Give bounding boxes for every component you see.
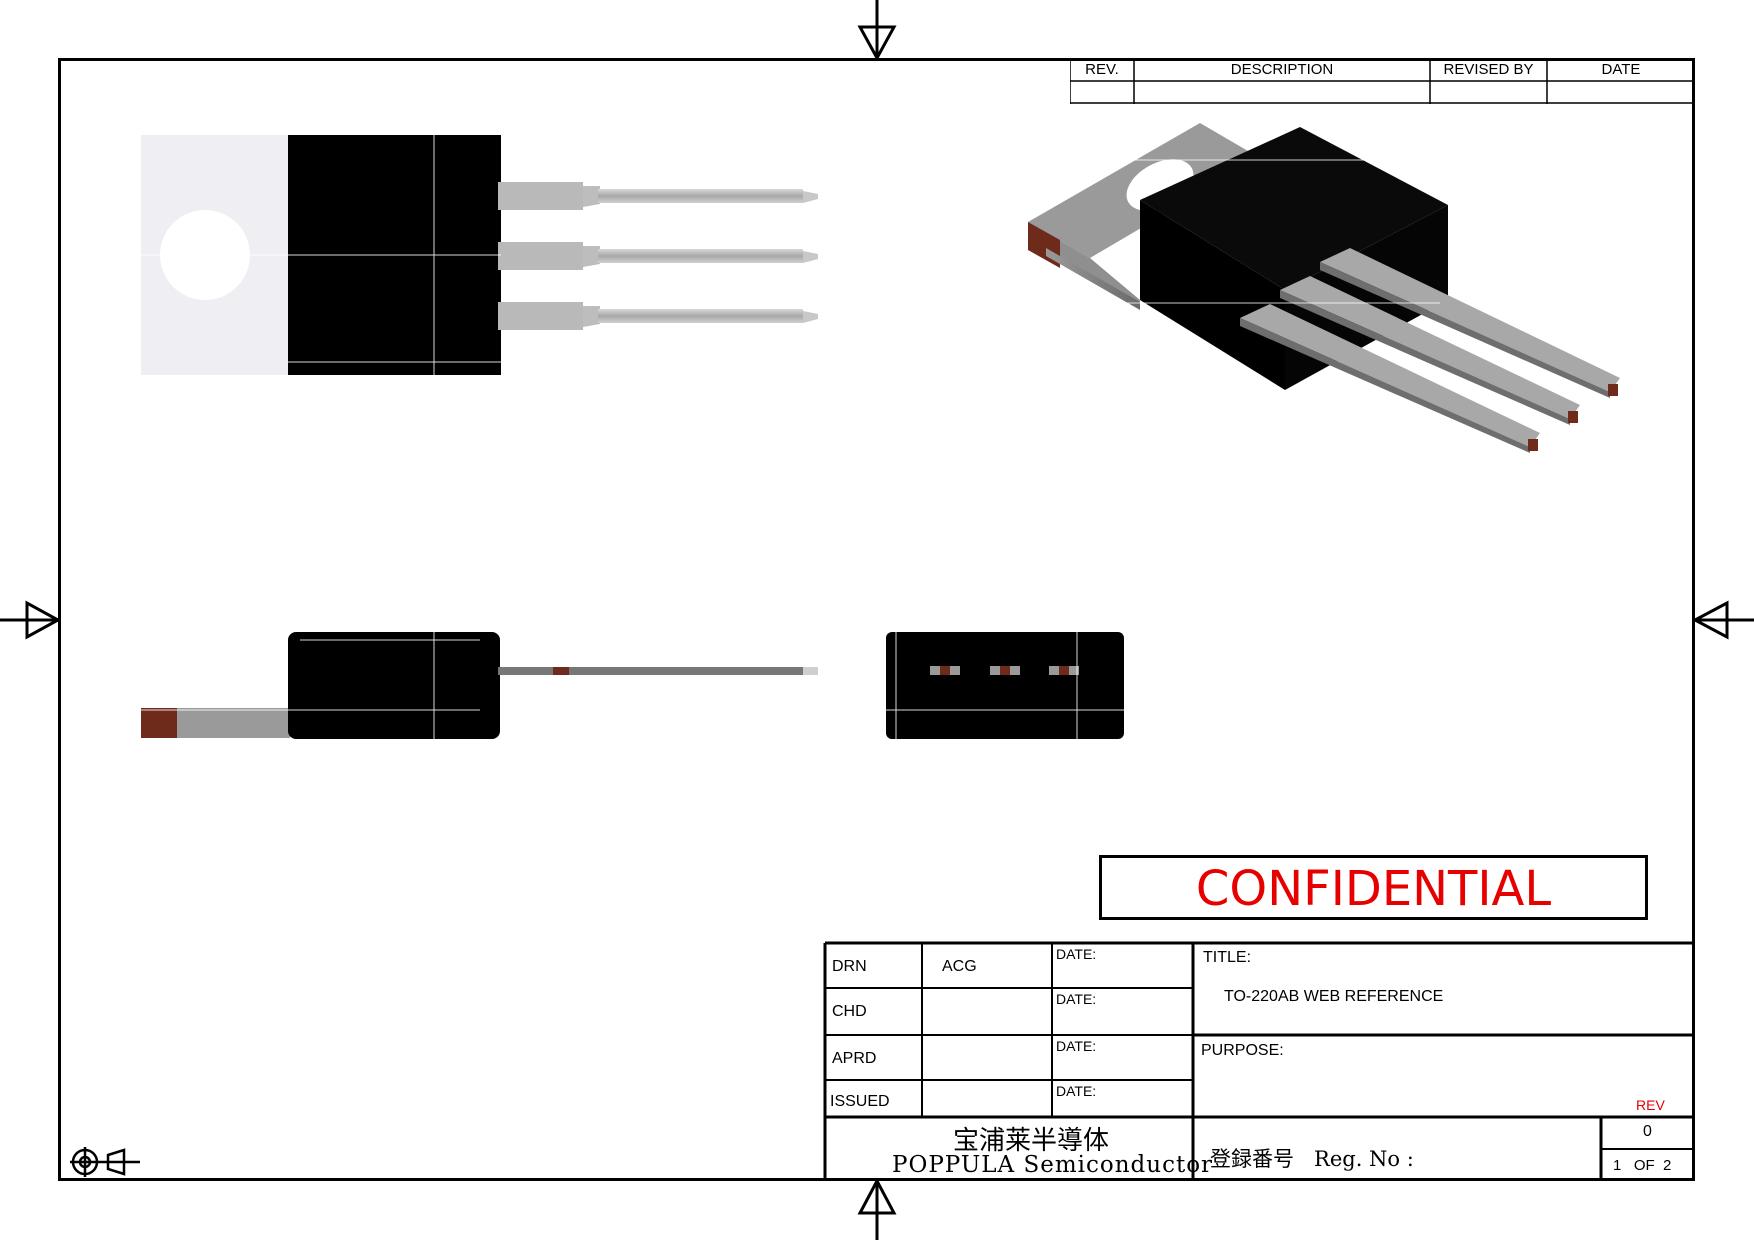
issued-label: ISSUED bbox=[830, 1093, 890, 1110]
revised-by-header: REVISED BY bbox=[1443, 61, 1534, 78]
drn-value: ACG bbox=[942, 958, 977, 975]
drawing-border bbox=[58, 58, 1695, 1181]
side-view-lead bbox=[498, 667, 818, 675]
chd-date-label: DATE: bbox=[1056, 991, 1097, 1007]
right-center-mark bbox=[1691, 600, 1754, 640]
left-center-mark bbox=[0, 600, 62, 640]
revision-table: REV. DESCRIPTION REVISED BY DATE bbox=[1070, 59, 1695, 104]
isometric-view bbox=[1028, 123, 1620, 453]
sheet-number: 1 OF 2 bbox=[1613, 1157, 1672, 1174]
registration-number-label: 登録番号 Reg. No : bbox=[1210, 1147, 1414, 1171]
company-name-cn: 宝浦莱半導体 bbox=[953, 1126, 1110, 1156]
rev-header: REV. bbox=[1085, 61, 1119, 78]
aprd-date-label: DATE: bbox=[1056, 1038, 1097, 1054]
drn-label: DRN bbox=[832, 958, 867, 975]
end-view bbox=[886, 632, 1124, 739]
purpose-label: PURPOSE: bbox=[1201, 1042, 1284, 1059]
rev-label: REV bbox=[1636, 1097, 1665, 1113]
side-view-body bbox=[288, 632, 500, 739]
title-label: TITLE: bbox=[1203, 949, 1252, 966]
bottom-center-mark bbox=[857, 1177, 897, 1240]
side-view-copper bbox=[141, 708, 177, 738]
end-view-lead-sections bbox=[930, 666, 1079, 675]
confidential-label: CONFIDENTIAL bbox=[1195, 861, 1552, 917]
end-view-body bbox=[886, 632, 1124, 739]
title-value: TO-220AB WEB REFERENCE bbox=[1224, 988, 1444, 1005]
drn-date-label: DATE: bbox=[1056, 946, 1097, 962]
iso-body-top bbox=[1140, 127, 1448, 290]
top-center-mark bbox=[857, 0, 897, 62]
aprd-label: APRD bbox=[832, 1050, 877, 1067]
front-view bbox=[141, 135, 818, 375]
date-header: DATE bbox=[1601, 61, 1641, 78]
confidential-box: CONFIDENTIAL bbox=[1099, 855, 1648, 920]
side-view-tab bbox=[177, 708, 290, 738]
iso-leads bbox=[1240, 248, 1620, 453]
chd-label: CHD bbox=[832, 1003, 867, 1020]
company-name-en: POPPULA Semiconductor bbox=[892, 1152, 1214, 1178]
front-view-leads bbox=[498, 182, 818, 330]
rev-value: 0 bbox=[1643, 1123, 1652, 1140]
issued-date-label: DATE: bbox=[1056, 1083, 1097, 1099]
revision-table-grid bbox=[1070, 59, 1695, 104]
projection-symbol-icon bbox=[70, 1147, 140, 1177]
side-view bbox=[141, 632, 818, 739]
description-header: DESCRIPTION bbox=[1230, 61, 1334, 78]
